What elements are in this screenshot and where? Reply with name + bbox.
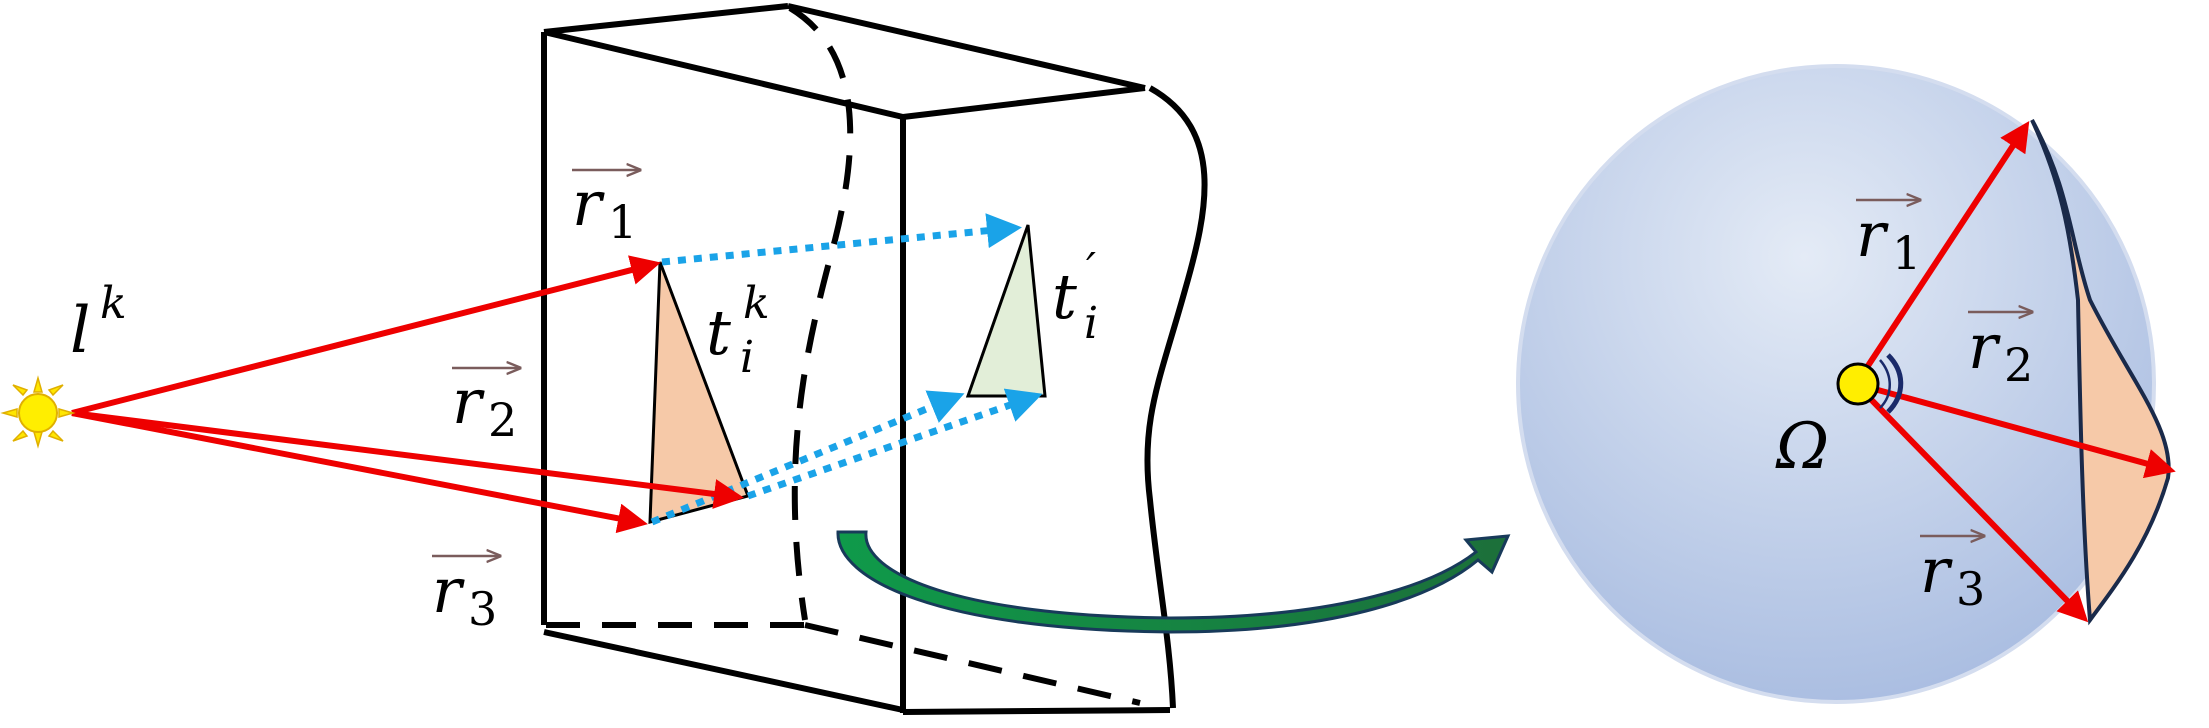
svg-text:r: r bbox=[432, 554, 465, 627]
svg-text:Ω: Ω bbox=[1775, 410, 1829, 484]
svg-text:r: r bbox=[572, 167, 605, 240]
solid-angle-label: Ω bbox=[1775, 410, 1829, 484]
box-wireframe bbox=[541, 3, 1208, 715]
light-rays bbox=[71, 255, 744, 534]
svg-text:k: k bbox=[743, 278, 770, 329]
ray3-label: r 3 bbox=[432, 554, 500, 636]
sphere-ray3-label: r 3 bbox=[1920, 534, 1985, 616]
triangle-label: t i k bbox=[706, 278, 770, 383]
sun-icon bbox=[0, 375, 76, 449]
svg-text:r: r bbox=[1856, 198, 1889, 271]
svg-text:2: 2 bbox=[2004, 338, 2033, 392]
svg-text:3: 3 bbox=[468, 582, 497, 636]
svg-text:l: l bbox=[70, 294, 90, 368]
svg-text:1: 1 bbox=[608, 195, 637, 249]
svg-text:i: i bbox=[740, 332, 754, 383]
projection-lines bbox=[650, 213, 1043, 526]
source-triangle bbox=[648, 261, 750, 524]
ray2-label: r 2 bbox=[452, 365, 520, 447]
sphere-ray2-label: r 2 bbox=[1968, 310, 2033, 392]
svg-text:′: ′ bbox=[1086, 244, 1096, 295]
sphere-rays bbox=[1853, 120, 2176, 623]
svg-text:r: r bbox=[1968, 310, 2001, 383]
svg-text:t: t bbox=[1052, 260, 1077, 333]
spherical-triangle bbox=[2030, 119, 2171, 626]
box-hidden-edges bbox=[546, 5, 1141, 706]
projected-triangle bbox=[965, 224, 1047, 398]
projected-triangle-label: t i ′ bbox=[1052, 244, 1098, 349]
svg-text:r: r bbox=[452, 365, 485, 438]
svg-text:i: i bbox=[1084, 298, 1098, 349]
curved-connector-arrow bbox=[836, 530, 1511, 634]
point-icon bbox=[1836, 362, 1880, 406]
ray1-label: r 1 bbox=[572, 167, 640, 249]
svg-text:3: 3 bbox=[1956, 562, 1985, 616]
svg-text:r: r bbox=[1920, 534, 1953, 607]
light-label: l k bbox=[70, 278, 127, 368]
solid-angle-arc-inner bbox=[1879, 359, 1891, 409]
solid-angle-arc bbox=[1886, 353, 1904, 414]
svg-text:k: k bbox=[100, 278, 127, 329]
svg-text:2: 2 bbox=[488, 393, 517, 447]
svg-text:t: t bbox=[706, 296, 731, 369]
unit-sphere bbox=[1516, 64, 2156, 704]
sphere-ray1-label: r 1 bbox=[1856, 198, 1921, 280]
svg-text:1: 1 bbox=[1892, 226, 1921, 280]
